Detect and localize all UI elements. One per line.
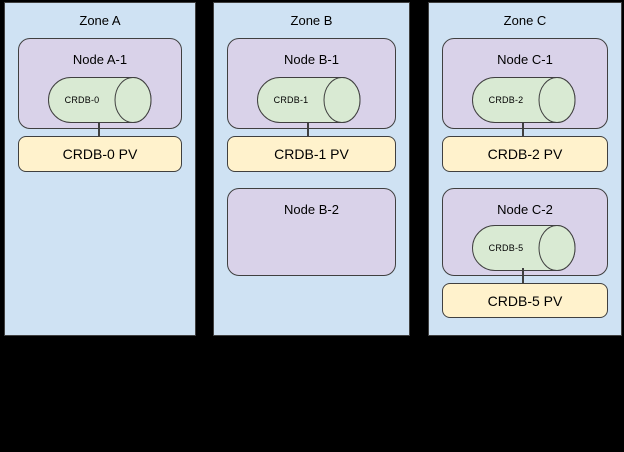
crdb-0-pod-label: CRDB-0: [64, 95, 100, 105]
crdb-2-pv: CRDB-2 PV: [442, 136, 608, 172]
connector-node-a1-to-pv: [98, 122, 100, 136]
zone-c: Zone C Node C-1 CRDB-2 CRDB-2 PV Node C-…: [428, 2, 622, 336]
node-b1-label: Node B-1: [284, 52, 339, 67]
crdb-0-pod: CRDB-0: [48, 77, 152, 123]
connector-node-c1-to-pv: [522, 122, 524, 136]
crdb-2-pod-label: CRDB-2: [488, 95, 524, 105]
node-c1: Node C-1 CRDB-2: [442, 38, 608, 129]
node-b2: Node B-2: [227, 188, 396, 276]
connector-node-b1-to-pv: [307, 122, 309, 136]
database-cylinder-icon: [48, 77, 152, 123]
database-cylinder-icon: [257, 77, 361, 123]
crdb-5-pv: CRDB-5 PV: [442, 283, 608, 318]
node-b2-label: Node B-2: [284, 202, 339, 217]
database-cylinder-icon: [472, 77, 576, 123]
node-b1: Node B-1 CRDB-1: [227, 38, 396, 129]
connector-node-c2-to-pv: [522, 268, 524, 283]
node-c2: Node C-2 CRDB-5: [442, 188, 608, 276]
node-a1-label: Node A-1: [72, 52, 128, 67]
crdb-0-pv: CRDB-0 PV: [18, 136, 182, 172]
database-cylinder-icon: [472, 225, 576, 271]
crdb-1-pod-label: CRDB-1: [273, 95, 309, 105]
zone-c-label: Zone C: [503, 13, 547, 28]
zone-a-label: Zone A: [79, 13, 121, 28]
crdb-1-pod: CRDB-1: [257, 77, 361, 123]
node-c1-label: Node C-1: [497, 52, 553, 67]
crdb-1-pv: CRDB-1 PV: [227, 136, 396, 172]
crdb-5-pod-label: CRDB-5: [488, 243, 524, 253]
node-c2-label: Node C-2: [497, 202, 553, 217]
crdb-5-pod: CRDB-5: [472, 225, 576, 271]
zone-b: Zone B Node B-1 CRDB-1 CRDB-1 PV Node B-…: [213, 2, 410, 336]
node-a1: Node A-1 CRDB-0: [18, 38, 182, 129]
crdb-2-pod: CRDB-2: [472, 77, 576, 123]
zone-b-label: Zone B: [290, 13, 333, 28]
zone-a: Zone A Node A-1 CRDB-0 CRDB-0 PV: [4, 2, 196, 336]
